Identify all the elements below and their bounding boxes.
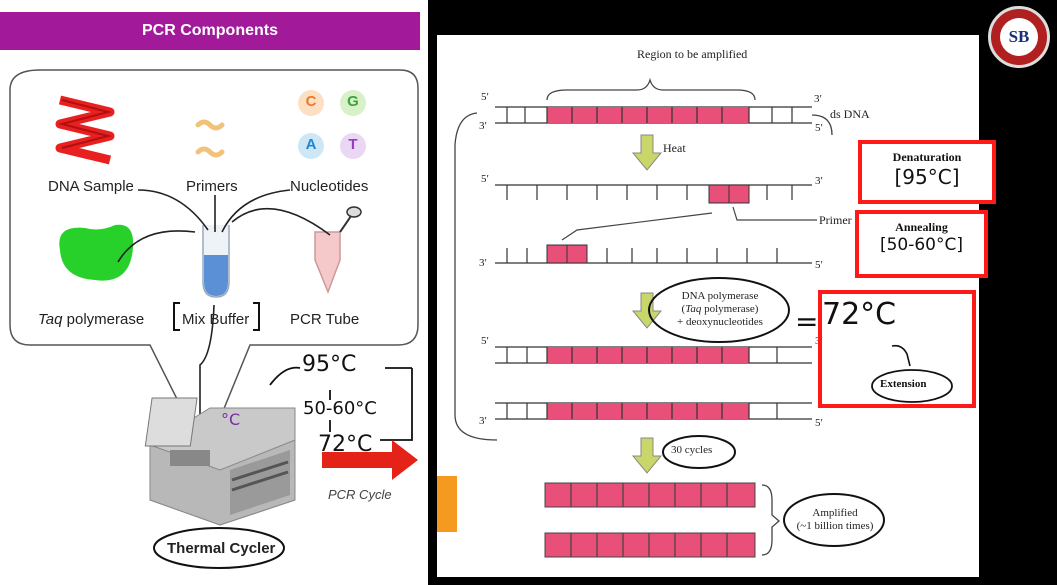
annealing-box: Annealing [50-60°C]: [855, 210, 988, 278]
thermal-cycler-icon: [144, 397, 296, 526]
end-label: 3′: [479, 120, 487, 132]
panel-header: PCR Components: [0, 12, 420, 50]
primers-icon: [195, 119, 225, 158]
amplified-line1: Amplified: [812, 507, 858, 519]
extension-title: Extension: [880, 378, 927, 390]
cycles-label: 30 cycles: [671, 444, 713, 456]
end-label: 3′: [479, 257, 487, 269]
pcr-components-panel: PCR Components: [0, 0, 428, 585]
annealing-temp: [50-60°C]: [879, 235, 964, 255]
polymerase-line3: + deoxynucleotides: [677, 316, 763, 328]
nucleotides-label: Nucleotides: [290, 178, 369, 195]
end-label: 5′: [481, 173, 489, 185]
denaturation-box: Denaturation [95°C]: [858, 140, 996, 204]
extension-box: Extension: [818, 290, 976, 408]
pcr-tube-icon: [314, 206, 362, 295]
polymerase-taq: Taq: [685, 303, 702, 315]
polymerase-line1: DNA polymerase: [681, 290, 759, 302]
handwritten-cycle-arrows: [269, 366, 413, 441]
extension-annotation-marks: [871, 344, 953, 403]
taq-italic: Taq: [38, 311, 63, 328]
heat-label: Heat: [663, 141, 686, 155]
mix-buffer-tube-icon: [202, 225, 230, 298]
handwritten-temp-72: 72°C: [318, 432, 373, 457]
end-label: 3′: [479, 415, 487, 427]
polymerase-label: DNA polymerase (Taq polymerase) + deoxyn…: [670, 290, 770, 329]
end-label: 3′: [814, 93, 822, 105]
denaturation-title: Denaturation: [892, 150, 962, 164]
end-label: 3′: [815, 175, 823, 187]
orange-marker: [437, 476, 457, 532]
nucleotide-a-icon: [298, 133, 324, 159]
heat-arrow: [631, 134, 663, 171]
primers-label: Primers: [186, 178, 238, 195]
handwritten-temp-95: 95°C: [302, 352, 357, 377]
sb-logo-text: SB: [1000, 18, 1038, 56]
region-label: Region to be amplified: [637, 47, 748, 61]
taq-polymerase-label: Taq polymerase: [38, 311, 144, 328]
cycles-arrow: [631, 437, 663, 474]
pcr-tube-label: PCR Tube: [290, 311, 360, 328]
amplified-label: Amplified (~1 billion times): [787, 507, 883, 533]
cycler-display-temp: °C: [221, 410, 241, 429]
components-callout-box: [9, 69, 419, 457]
annealing-title: Annealing: [895, 220, 948, 234]
end-label: 5′: [815, 417, 823, 429]
polymerase-line2: (Taq polymerase): [681, 303, 759, 315]
dna-sample-label: DNA Sample: [48, 178, 134, 195]
handwritten-equals: =: [795, 305, 819, 338]
amplified-line2: (~1 billion times): [796, 520, 874, 532]
handwritten-temp-72-right: 72°C: [822, 297, 897, 332]
nucleotide-a-letter: A: [305, 136, 317, 153]
pcr-process-diagram: [454, 77, 885, 558]
handwritten-temp-50-60: 50-60°C: [303, 398, 377, 419]
ds-dna-label: ds DNA: [830, 107, 870, 121]
nucleotide-t-icon: [340, 133, 366, 159]
nucleotide-t-letter: T: [348, 136, 358, 153]
denaturation-temp: [95°C]: [894, 165, 960, 189]
end-label: 5′: [481, 335, 489, 347]
nucleotide-c-letter: C: [305, 93, 317, 110]
end-label: 5′: [481, 91, 489, 103]
polymerase-arrow: [631, 292, 663, 329]
end-label: 5′: [815, 122, 823, 134]
pcr-cycle-label: PCR Cycle: [328, 487, 392, 502]
polymerase-rest: polymerase): [701, 303, 759, 315]
mix-buffer-label: Mix Buffer: [182, 311, 250, 328]
components-illustration: [9, 69, 419, 569]
sb-logo: SB: [988, 6, 1050, 68]
dna-sample-icon: [55, 95, 115, 165]
taq-rest: polymerase: [62, 311, 145, 328]
primer-label: Primer: [819, 213, 852, 227]
end-label: 5′: [815, 259, 823, 271]
pcr-cycle-arrow: [322, 440, 418, 480]
nucleotide-c-icon: [298, 90, 324, 116]
pcr-process-panel: Region to be amplified ds DNA Heat Prime…: [437, 35, 979, 577]
thermal-cycler-label: Thermal Cycler: [167, 540, 276, 557]
nucleotide-g-letter: G: [347, 93, 359, 110]
nucleotide-g-icon: [340, 90, 366, 116]
taq-polymerase-icon: [59, 224, 134, 281]
